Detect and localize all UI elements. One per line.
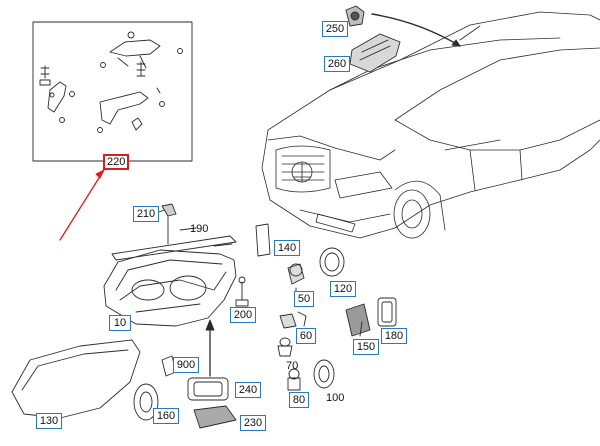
callout-200[interactable]: 200 [230, 307, 256, 323]
label-100: 100 [326, 392, 345, 404]
sensor-bracket-part [349, 33, 401, 73]
label-70: 70 [286, 360, 299, 372]
callout-210[interactable]: 210 [133, 206, 159, 222]
callout-120[interactable]: 120 [330, 281, 356, 297]
callout-260[interactable]: 260 [324, 56, 350, 72]
callout-10[interactable]: 10 [109, 315, 131, 331]
callout-160[interactable]: 160 [153, 408, 179, 424]
callout-900[interactable]: 900 [173, 357, 199, 373]
car-outline [261, 11, 600, 239]
camera-part [345, 5, 365, 27]
callout-130[interactable]: 130 [36, 413, 62, 429]
callout-220[interactable]: 220 [103, 154, 129, 170]
callout-50[interactable]: 50 [294, 291, 314, 307]
callout-80[interactable]: 80 [289, 392, 309, 408]
callout-180[interactable]: 180 [381, 328, 407, 344]
callout-60[interactable]: 60 [296, 328, 316, 344]
callout-250[interactable]: 250 [322, 21, 348, 37]
callout-150[interactable]: 150 [353, 339, 379, 355]
lens-cover [11, 339, 141, 419]
label-190: 190 [190, 223, 209, 235]
callout-140[interactable]: 140 [274, 240, 300, 256]
callout-230[interactable]: 230 [240, 415, 266, 431]
headlamp-assembly [103, 243, 237, 327]
fastener-kit-inset [32, 21, 193, 162]
callout-240[interactable]: 240 [235, 382, 261, 398]
